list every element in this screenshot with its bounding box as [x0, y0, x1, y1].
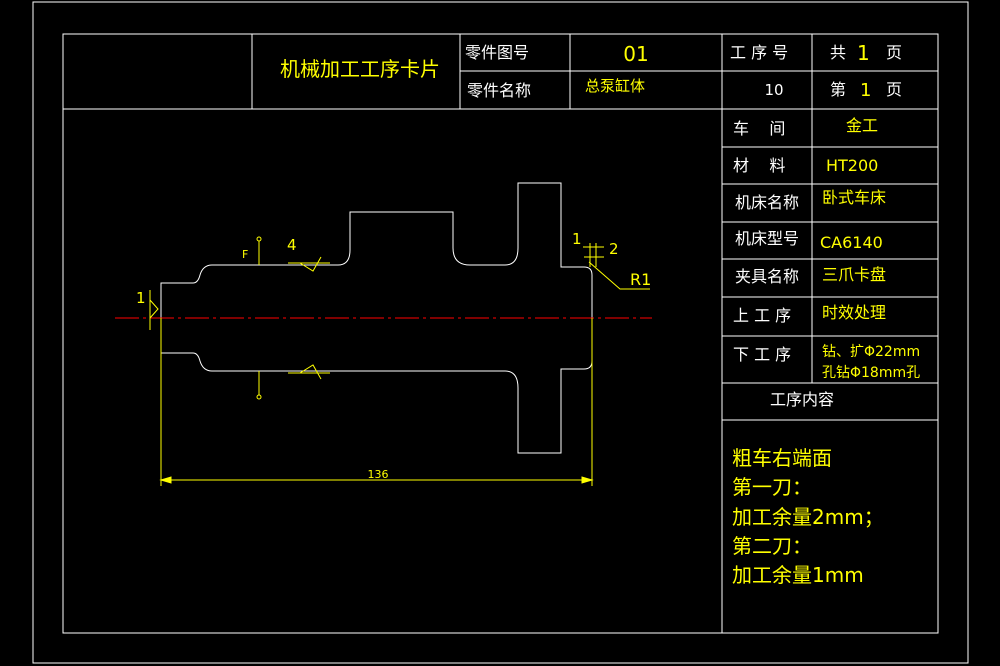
page-prefix: 第	[830, 80, 846, 99]
label-4: 4	[287, 236, 297, 254]
content-line3: 加工余量2mm；	[732, 505, 884, 529]
process-no: 10	[764, 81, 783, 99]
total-pages-suffix: 页	[886, 43, 902, 62]
fixture: 三爪卡盘	[822, 265, 886, 284]
material-label: 材 料	[733, 156, 785, 175]
content-line2: 第一刀：	[732, 475, 812, 499]
label-f: F	[242, 248, 248, 261]
part-drawing-no-label: 零件图号	[465, 43, 529, 62]
content-label: 工序内容	[770, 390, 834, 409]
page-no: 1	[860, 80, 871, 101]
next-process-label: 下 工 序	[733, 345, 791, 364]
material: HT200	[826, 156, 878, 175]
inner-frame	[62, 33, 939, 634]
label-1-left: 1	[136, 289, 146, 307]
machine-name: 卧式车床	[822, 188, 886, 207]
label-r1: R1	[630, 270, 651, 289]
next-process-line2: 孔钻Φ18mm孔	[822, 365, 920, 381]
next-process-line1: 钻、扩Φ22mm	[822, 344, 920, 360]
part-outline	[160, 182, 593, 454]
machine-model: CA6140	[820, 233, 883, 252]
label-2: 2	[609, 240, 619, 258]
info-grid	[722, 109, 938, 421]
workshop: 金工	[846, 116, 878, 135]
fixture-label: 夹具名称	[735, 267, 799, 286]
process-no-label: 工 序 号	[730, 43, 788, 62]
header-grid	[63, 34, 938, 633]
total-pages-prefix: 共	[830, 43, 846, 62]
workshop-label: 车 间	[733, 119, 785, 138]
card-title: 机械加工工序卡片	[280, 57, 440, 81]
machine-model-label: 机床型号	[735, 229, 799, 248]
page-suffix: 页	[886, 80, 902, 99]
part-name: 总泵缸体	[585, 77, 645, 95]
annotations	[149, 236, 650, 486]
machine-name-label: 机床名称	[735, 193, 799, 212]
part-name-label: 零件名称	[467, 81, 531, 100]
content-line4: 第二刀：	[732, 534, 812, 558]
label-1-right: 1	[572, 230, 582, 248]
prev-process: 时效处理	[822, 303, 886, 322]
dimension-136: 136	[368, 468, 389, 481]
content-line1: 粗车右端面	[732, 446, 832, 470]
part-drawing-no: 01	[623, 42, 648, 66]
total-pages: 1	[857, 41, 870, 65]
content-line5: 加工余量1mm	[732, 563, 864, 587]
outer-frame	[32, 1, 969, 664]
prev-process-label: 上 工 序	[733, 306, 791, 325]
